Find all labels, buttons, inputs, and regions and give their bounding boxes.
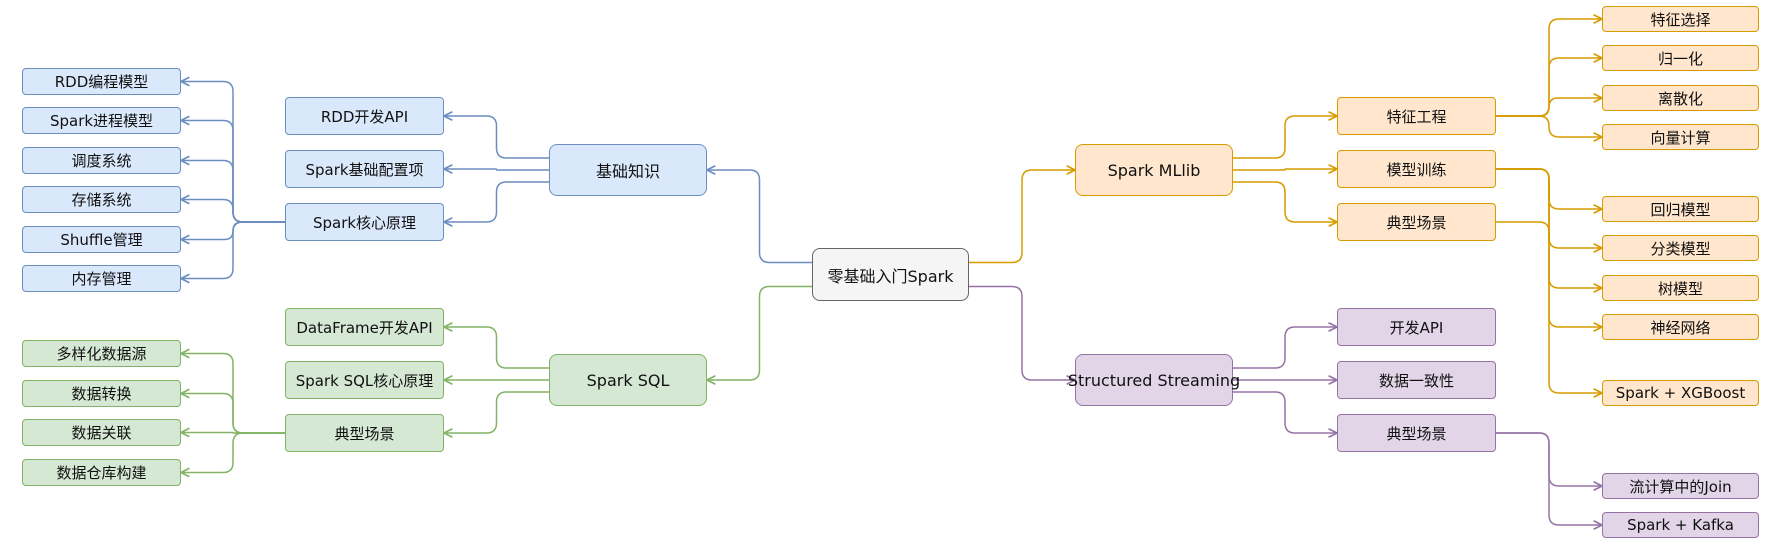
edge-node-feature-eng-to-leaf-discretize <box>1496 98 1602 117</box>
leaf-stream-join[interactable]: 流计算中的Join <box>1602 473 1759 499</box>
edge-node-sql-scenarios-to-leaf-data-transform <box>181 394 285 434</box>
node-stream-api[interactable]: 开发API <box>1337 308 1496 346</box>
edge-node-sql-scenarios-to-leaf-data-join <box>181 433 285 434</box>
node-stream-scenarios[interactable]: 典型场景 <box>1337 414 1496 452</box>
node-sql-core[interactable]: Spark SQL核心原理 <box>285 361 444 399</box>
leaf-normalize[interactable]: 归一化 <box>1602 45 1759 71</box>
edge-node-basics-to-node-spark-core <box>444 181 549 222</box>
leaf-process-model[interactable]: Spark进程模型 <box>22 107 181 134</box>
edge-node-streaming-to-node-stream-scenarios <box>1233 391 1337 433</box>
edge-node-spark-sql-to-node-sql-scenarios <box>444 391 549 433</box>
leaf-regression[interactable]: 回归模型 <box>1602 196 1759 222</box>
edge-node-ml-scenarios-to-leaf-xgboost <box>1496 221 1602 393</box>
node-consistency[interactable]: 数据一致性 <box>1337 361 1496 399</box>
leaf-vector-calc[interactable]: 向量计算 <box>1602 124 1759 150</box>
leaf-discretize[interactable]: 离散化 <box>1602 85 1759 111</box>
edge-root-node-to-node-streaming <box>969 285 1075 381</box>
leaf-tree-model[interactable]: 树模型 <box>1602 275 1759 301</box>
leaf-shuffle[interactable]: Shuffle管理 <box>22 226 181 253</box>
edge-node-basics-to-node-spark-config <box>444 169 549 170</box>
edge-node-spark-core-to-leaf-memory <box>181 221 285 279</box>
edge-node-streaming-to-node-stream-api <box>1233 327 1337 369</box>
leaf-spark-kafka[interactable]: Spark + Kafka <box>1602 512 1759 538</box>
leaf-rdd-model[interactable]: RDD编程模型 <box>22 68 181 95</box>
edge-node-mllib-to-node-ml-scenarios <box>1233 181 1337 222</box>
leaf-storage[interactable]: 存储系统 <box>22 186 181 213</box>
node-dataframe-api[interactable]: DataFrame开发API <box>285 308 444 346</box>
edge-node-spark-core-to-leaf-storage <box>181 200 285 223</box>
edge-node-sql-scenarios-to-leaf-data-warehouse <box>181 432 285 473</box>
leaf-neural-net[interactable]: 神经网络 <box>1602 314 1759 340</box>
leaf-data-sources[interactable]: 多样化数据源 <box>22 340 181 367</box>
node-basics[interactable]: 基础知识 <box>549 144 707 196</box>
node-model-train[interactable]: 模型训练 <box>1337 150 1496 188</box>
edge-node-feature-eng-to-leaf-vector-calc <box>1496 115 1602 137</box>
node-streaming[interactable]: Structured Streaming <box>1068 354 1240 406</box>
node-ml-scenarios[interactable]: 典型场景 <box>1337 203 1496 241</box>
edge-root-node-to-node-mllib <box>969 170 1075 264</box>
node-spark-sql[interactable]: Spark SQL <box>549 354 707 406</box>
leaf-data-warehouse[interactable]: 数据仓库构建 <box>22 459 181 486</box>
edge-root-node-to-node-spark-sql <box>707 285 812 381</box>
node-mllib[interactable]: Spark MLlib <box>1075 144 1233 196</box>
leaf-memory[interactable]: 内存管理 <box>22 265 181 292</box>
node-spark-core[interactable]: Spark核心原理 <box>285 203 444 241</box>
leaf-data-transform[interactable]: 数据转换 <box>22 380 181 407</box>
node-spark-config[interactable]: Spark基础配置项 <box>285 150 444 188</box>
edge-node-spark-sql-to-node-dataframe-api <box>444 327 549 369</box>
edge-root-node-to-node-basics <box>707 170 812 264</box>
node-feature-eng[interactable]: 特征工程 <box>1337 97 1496 135</box>
leaf-feature-select[interactable]: 特征选择 <box>1602 6 1759 32</box>
node-sql-scenarios[interactable]: 典型场景 <box>285 414 444 452</box>
node-rdd-api[interactable]: RDD开发API <box>285 97 444 135</box>
edge-node-mllib-to-node-model-train <box>1233 169 1337 170</box>
leaf-scheduler[interactable]: 调度系统 <box>22 147 181 174</box>
edge-node-stream-scenarios-to-leaf-spark-kafka <box>1496 432 1602 525</box>
leaf-data-join[interactable]: 数据关联 <box>22 419 181 446</box>
edge-node-basics-to-node-rdd-api <box>444 116 549 159</box>
leaf-classification[interactable]: 分类模型 <box>1602 235 1759 261</box>
edge-node-mllib-to-node-feature-eng <box>1233 116 1337 159</box>
leaf-xgboost[interactable]: Spark + XGBoost <box>1602 380 1759 406</box>
root-node[interactable]: 零基础入门Spark <box>812 248 969 301</box>
